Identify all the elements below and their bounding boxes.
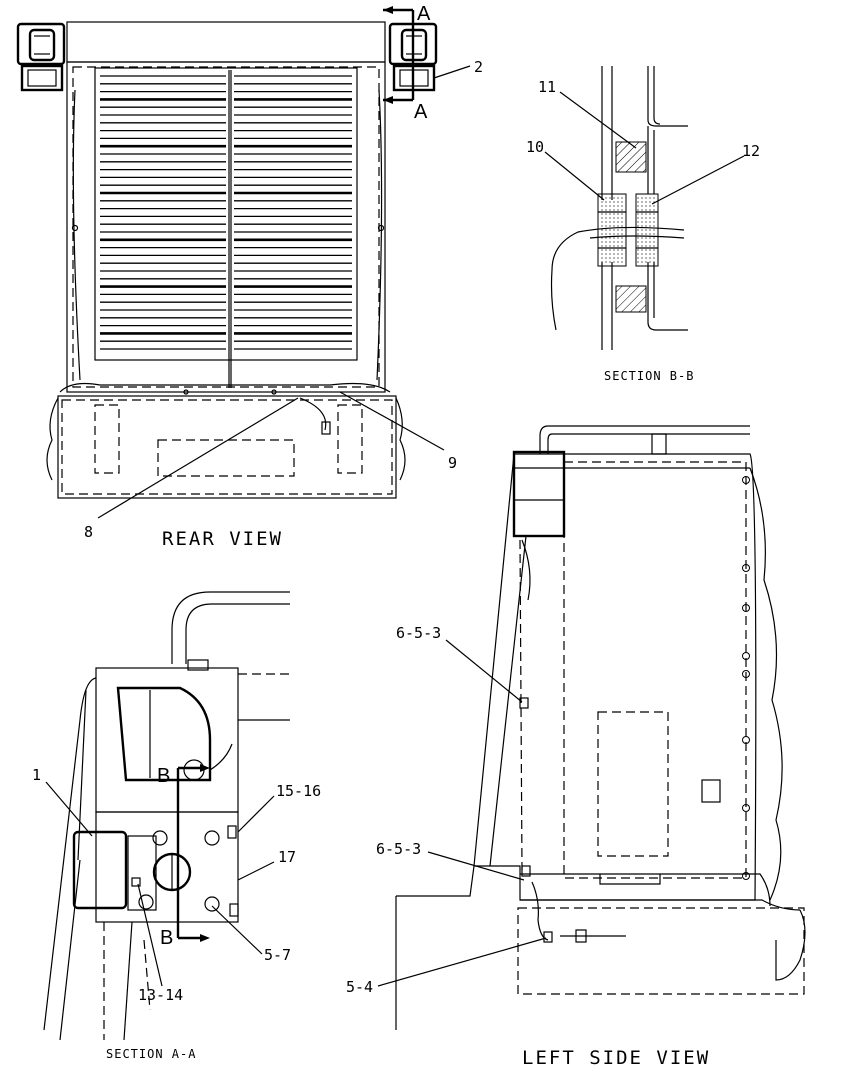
caption-section-a-a: SECTION A-A [106,1047,196,1061]
callout-17: 17 [278,848,296,866]
cab-bolts [742,476,750,880]
callout-9: 9 [448,454,457,472]
callout-8: 8 [84,523,93,541]
section-b-marker-bottom: B [160,927,173,949]
rear-view: A A 2 8 9 REAR VIEW [16,3,483,550]
cab-bolt [742,804,750,812]
caption-rear-view: REAR VIEW [162,528,283,550]
cab-bolt [742,872,750,880]
callout-2: 2 [474,58,483,76]
callout-11: 11 [538,78,556,96]
callout-15-16: 15-16 [276,782,321,800]
callout-13-14: 13-14 [138,986,183,1004]
cab-bolt [742,604,750,612]
section-b-marker-top: B [157,765,170,787]
callout-6-5-3-top: 6-5-3 [396,624,441,642]
callout-12: 12 [742,142,760,160]
cab-bolt [742,736,750,744]
grille-bars [100,75,352,350]
callout-6-5-3-bottom: 6-5-3 [376,840,421,858]
callout-10: 10 [526,138,544,156]
callout-5-7: 5-7 [264,946,291,964]
cab-bolt [742,564,750,572]
cab-bolt [742,476,750,484]
left-work-lamp [16,22,66,92]
callout-1: 1 [32,766,41,784]
section-a-marker-top: A [417,3,431,25]
cab-bolt [742,670,750,678]
callout-5-4: 5-4 [346,978,373,996]
section-a-a: B B 1 15-16 17 5-7 13-14 SE [32,591,321,1061]
caption-section-b-b: SECTION B-B [604,369,694,383]
cab-bolt [742,652,750,660]
caption-left-side-view: LEFT SIDE VIEW [522,1047,710,1069]
section-b-b: 11 10 12 SECTION B-B [526,66,760,383]
left-side-view: 6-5-3 6-5-3 5-4 LEFT SIDE VIEW [346,425,806,1069]
section-a-marker-bottom: A [414,101,428,123]
